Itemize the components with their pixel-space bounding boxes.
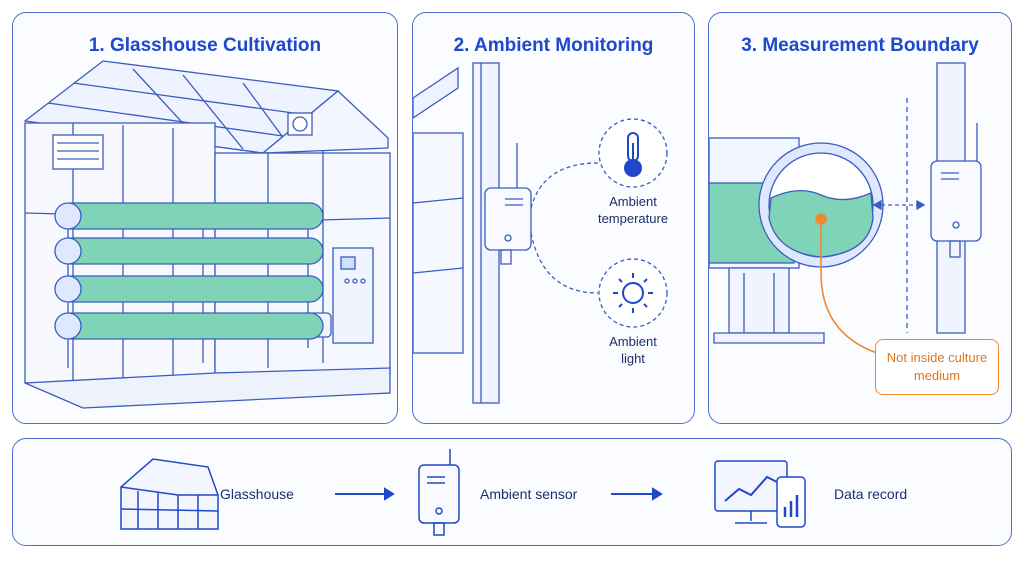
- flow-illustration: [120, 449, 806, 536]
- panel-glasshouse-cultivation: 1. Glasshouse Cultivation: [12, 12, 398, 424]
- panel-title: 3. Measurement Boundary: [741, 35, 979, 56]
- panel-title: 2. Ambient Monitoring: [453, 35, 654, 56]
- panel-ambient-monitoring: 2. Ambient Monitoring: [412, 12, 695, 424]
- panel-title: 1. Glasshouse Cultivation: [88, 35, 322, 56]
- arrow-icon: [611, 487, 663, 501]
- flow-bar: Glasshouse Ambient sensor Data record: [12, 438, 1012, 546]
- flow-label-glasshouse: Glasshouse: [220, 486, 294, 502]
- ambient-temperature-label: Ambient temperature: [597, 194, 669, 226]
- flow-label-data-record: Data record: [834, 486, 908, 502]
- greenhouse-icon: [120, 458, 219, 530]
- thermometer-icon: [624, 132, 642, 177]
- sensor-icon: [418, 449, 460, 536]
- ambient-monitoring-illustration: [413, 62, 668, 404]
- flow-label-ambient-sensor: Ambient sensor: [480, 486, 578, 502]
- not-inside-callout: Not inside culture medium: [875, 339, 999, 395]
- ambient-light-label: Ambient light: [609, 334, 657, 366]
- sun-icon: [613, 273, 653, 313]
- measurement-boundary-illustration: [709, 62, 982, 354]
- arrow-icon: [335, 487, 395, 501]
- glasshouse-illustration: [23, 60, 391, 409]
- monitor-phone-icon: [714, 460, 806, 528]
